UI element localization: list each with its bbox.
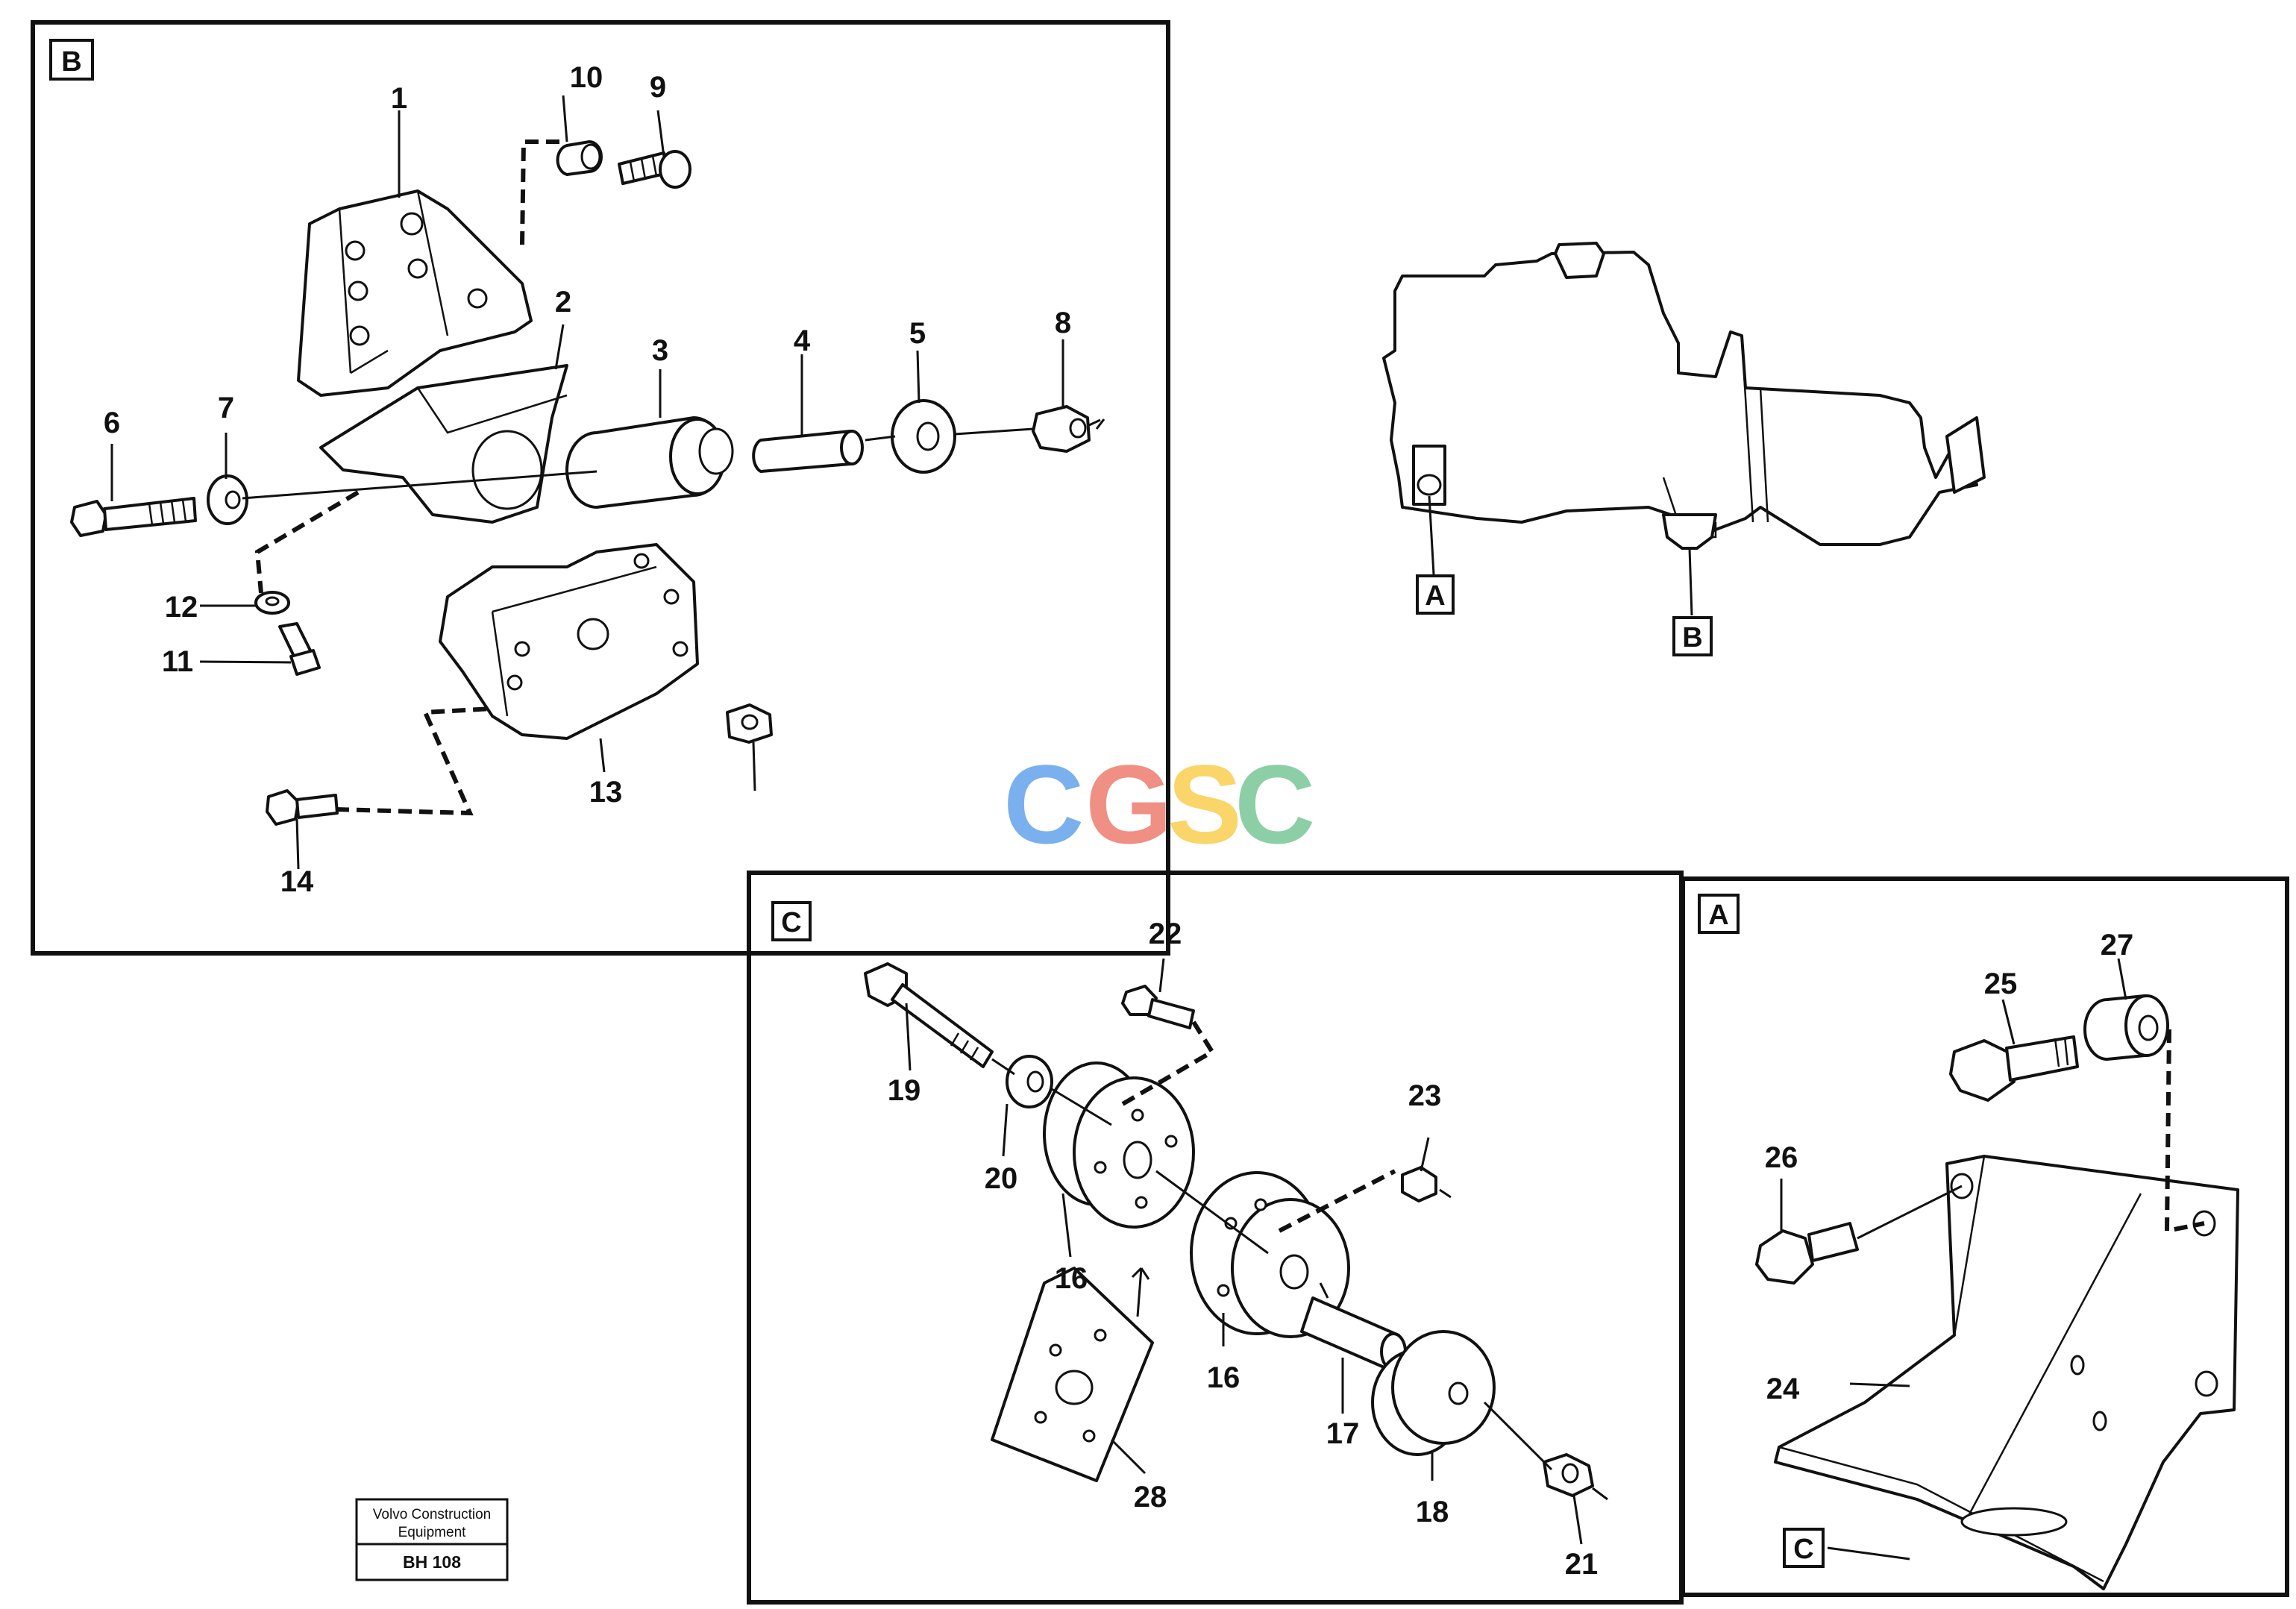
callout-14: 14 [280,865,314,898]
spacer-part-10 [556,140,603,176]
ref-label-a: A [1425,580,1445,612]
title-plate-code: BH 108 [403,1552,461,1572]
callout-12: 12 [165,591,198,624]
bolt-part-9 [618,150,691,189]
mount-arm-part-2 [319,364,568,524]
callout-24: 24 [1766,1373,1800,1405]
callout-22: 22 [1149,918,1182,950]
callout-18: 18 [1416,1496,1449,1528]
callout-19: 19 [888,1074,921,1107]
washer-part-12 [254,591,290,615]
callout-3: 3 [652,334,668,367]
nut-part-8 [1032,405,1091,453]
callout-16-b: 16 [1207,1361,1240,1394]
bolt-part-11 [278,622,321,676]
watermark-letter-3: S [1167,741,1242,867]
panel-a: A [1681,876,2289,1597]
bolt-part-6 [70,497,197,537]
callout-5: 5 [909,317,926,350]
ref-label-c: C [1793,1534,1813,1565]
bolt-part-25 [1949,1035,2079,1102]
callout-8: 8 [1055,307,1071,339]
callout-16-a: 16 [1055,1262,1088,1295]
bracket-part-1 [297,189,533,397]
washer-part-5 [891,399,956,474]
cgsc-watermark: C G S C [1003,741,1315,867]
bolt-part-14 [266,789,339,826]
watermark-letter-2: G [1085,741,1173,867]
callout-23: 23 [1408,1079,1442,1112]
panel-c-label: C [781,907,801,938]
callout-11: 11 [162,645,193,678]
bushing-part-3 [565,416,734,509]
engine-mount-part-13 [439,543,699,740]
title-plate: Volvo Construction Equipment BH 108 [355,1498,509,1581]
watermark-letter-4: C [1235,741,1315,867]
panel-b-label: B [61,46,81,78]
callout-6: 6 [104,407,120,439]
callout-25: 25 [1984,967,2018,1000]
nut-part-21 [1543,1453,1594,1497]
title-plate-line-2: Equipment [398,1525,467,1540]
ref-label-b: B [1682,622,1702,653]
callout-28: 28 [1134,1481,1167,1514]
callout-27: 27 [2101,929,2134,962]
sleeve-part-17 [1300,1296,1407,1371]
callout-13: 13 [589,776,623,809]
callout-7: 7 [218,392,234,424]
shim-plate-part-28 [991,1267,1154,1482]
panel-a-label: A [1708,900,1728,931]
panel-b: B [31,20,1170,956]
transmission-overview: A B [1382,242,1986,656]
pad-part-18 [1371,1330,1496,1456]
callout-1: 1 [391,82,407,115]
callout-numbers: 1 10 9 2 3 4 5 8 6 7 12 11 13 14 22 23 1… [104,61,2133,1581]
callout-10: 10 [570,61,603,94]
mount-part-16-a [1043,1061,1195,1229]
callout-4: 4 [794,324,811,357]
washer-part-7 [207,474,248,525]
bracket-part-24 [1774,1155,2239,1590]
nut-part-23 [1401,1166,1437,1202]
bolt-part-26 [1755,1222,1859,1285]
callout-9: 9 [650,71,666,104]
sleeve-part-4 [752,430,864,473]
bolt-part-22 [1121,985,1195,1029]
callout-26: 26 [1765,1141,1798,1174]
watermark-letter-1: C [1003,741,1084,867]
nut-loose [726,703,773,744]
callout-17: 17 [1326,1417,1360,1450]
title-plate-line-1: Volvo Construction [373,1507,491,1522]
callout-2: 2 [555,286,571,319]
callout-20: 20 [985,1162,1018,1195]
panel-c: C [747,871,1684,1605]
washer-part-20 [1006,1055,1053,1108]
bolt-part-19 [864,962,994,1068]
callout-21: 21 [1565,1548,1599,1581]
spacer-part-27 [2083,994,2169,1061]
